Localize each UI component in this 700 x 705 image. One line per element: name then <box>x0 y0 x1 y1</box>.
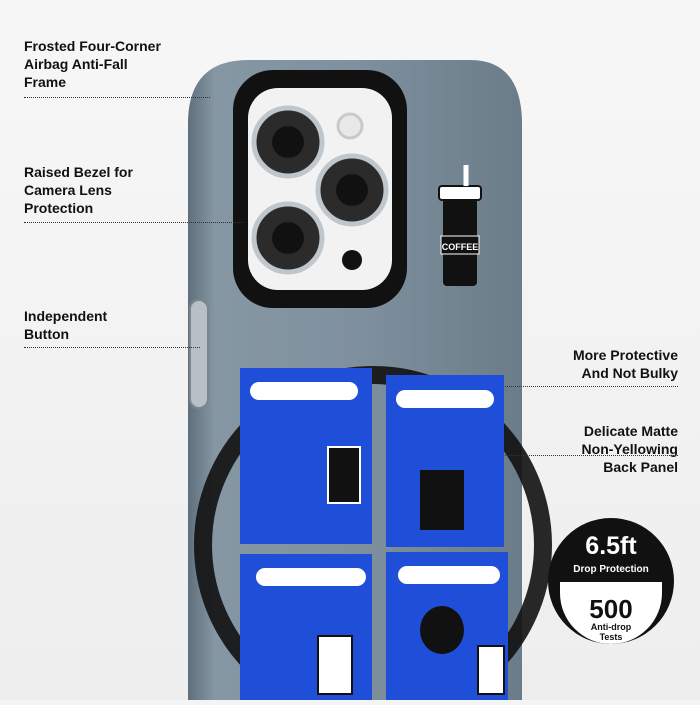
magsafe-ring <box>194 366 552 705</box>
drop-height-caption: Drop Protection <box>573 564 649 575</box>
drop-tests-count: 500 <box>589 594 633 624</box>
drop-height: 6.5ft <box>585 532 637 560</box>
cup-label: COFFEE <box>442 242 479 252</box>
leader-bezel <box>24 222 244 223</box>
drop-protection-badge: 6.5ft Drop Protection 500 Anti-drop Test… <box>548 518 674 644</box>
leader-frame <box>24 97 210 98</box>
coffee-sticker: COFFEE <box>438 165 482 286</box>
feature-frame: Frosted Four-Corner Airbag Anti-Fall Fra… <box>24 38 161 90</box>
side-button <box>189 299 209 409</box>
feature-button: Independent Button <box>24 308 108 342</box>
sensor <box>342 250 362 270</box>
leader-button <box>24 347 200 348</box>
feature-protective: More Protective And Not Bulky <box>572 347 678 381</box>
feature-matte: Delicate Matte Non-Yellowing Back Panel <box>581 423 678 475</box>
flash <box>336 112 364 140</box>
comic-panel-2 <box>386 375 504 547</box>
drop-tests-caption: Anti-drop Tests <box>590 622 632 642</box>
leader-protective <box>505 386 678 387</box>
comic-panel-1 <box>240 368 372 544</box>
feature-bezel: Raised Bezel for Camera Lens Protection <box>24 164 133 216</box>
comic-panel-4 <box>386 552 508 700</box>
comic-panel-3 <box>240 554 372 700</box>
leader-matte <box>505 455 678 456</box>
